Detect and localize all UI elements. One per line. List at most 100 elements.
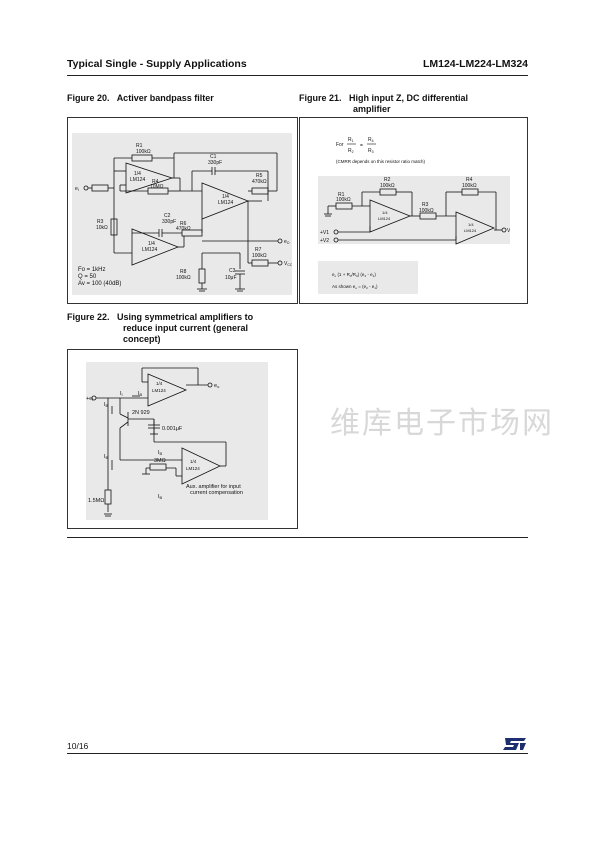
fig20-c2-value: 330pF [162,219,176,225]
fig21-r1-label: R1 [338,192,345,198]
figure20-number: Figure 20. [67,93,110,103]
fig21-for-label: For [336,142,344,148]
fig22-amp2-fraction: 1/4 [190,459,197,464]
fig20-r4-value: 10MΩ [150,184,164,190]
fig20-amp1-name: LM124 [130,177,146,183]
fig20-c3-label: C3 [229,268,236,274]
fig22-output-label: eo [214,383,220,389]
fig20-amp3-fraction: 1/4 [148,241,155,247]
fig22-ib-label-mid: IB [104,454,109,460]
fig20-r1-label: R1 [136,143,143,149]
fig20-c1-value: 330pF [208,160,222,166]
figure22-caption: Figure 22. Using symmetrical amplifiers … [67,312,253,345]
fig22-transistor-label: 2N 929 [132,410,150,416]
fig22-pot-label: 3MΩ [154,458,166,464]
fig21-cmrr-note: (CMRR depends on this resistor ratio mat… [336,159,426,164]
fig21-eq-r4: R4 [368,137,374,143]
figure20-title: Activer bandpass filter [116,93,214,103]
fig21-r2-value: 100kΩ [380,183,395,189]
fig22-ib-label-top: IB [138,391,143,397]
fig22-ib-label-bottom: IB [158,494,163,500]
fig20-r3-value: 10kΩ [96,225,108,231]
fig21-amp1-fraction: 1/4 [382,210,388,215]
fig20-input-label: eI [75,186,79,192]
fig21-r1-value: 100kΩ [336,197,351,203]
fig20-r5-value: 470kΩ [252,179,267,185]
fig21-shown-formula: As shown eo = (e2 - e1) [332,284,378,290]
fig21-v1-label: +V1 [320,230,329,236]
fig20-output-label: eO [284,239,290,245]
section-end-rule [67,537,528,538]
figure21-caption: Figure 21. High input Z, DC differential… [299,93,468,115]
fig20-c3-value: 10μF [225,275,237,281]
st-logo-icon [502,737,528,756]
fig20-amp1-fraction: 1/4 [134,171,141,177]
figure22-panel: +eI eo II IB IB IB IB IB 1/4 LM124 1/4 L… [86,362,268,520]
fig22-aux-line2: current compensation [190,490,243,496]
figure22-frame: +eI eo II IB IB IB IB IB 1/4 LM124 1/4 L… [67,349,298,529]
figure22-title-line1: Using symmetrical amplifiers to [117,312,254,322]
fig21-amp2-fraction: 1/4 [468,222,474,227]
fig20-spec-av: Av = 100 (40dB) [78,281,121,287]
fig20-r8-label: R8 [180,269,187,275]
fig21-r4-value: 100kΩ [462,183,477,189]
watermark-text: 维库电子市场网 [330,406,554,441]
footer-rule [67,753,528,754]
fig22-ib-label-aux: IB [158,450,163,456]
fig20-vcc-label: VCC [284,261,292,267]
fig21-amp1-name: LM124 [378,216,391,221]
fig21-amp2-name: LM124 [464,228,477,233]
fig22-aux-line1: Aux. amplifier for input [186,484,241,490]
fig20-spec-fo: Fo = 1kHz [78,267,106,273]
page-number: 10/16 [67,741,89,751]
figure20-schematic: R1 100kΩ 1/4 LM124 R4 10MΩ C1 330pF R5 4… [75,143,293,292]
fig22-amp1-name: LM124 [152,388,166,393]
figure22-schematic: +eI eo II IB IB IB IB IB 1/4 LM124 1/4 L… [86,367,243,517]
fig20-r3-label: R3 [97,219,104,225]
figure21-title-line1: High input Z, DC differential [349,93,469,103]
fig21-eq-r2: R2 [348,148,354,154]
fig20-r6-label: R6 [180,221,187,227]
fig22-amp2-name: LM124 [186,466,200,471]
fig21-r2-label: R2 [384,177,391,183]
fig20-r8-value: 100kΩ [176,275,191,281]
fig20-r7-label: R7 [255,247,262,253]
figure20-frame: R1 100kΩ 1/4 LM124 R4 10MΩ C1 330pF R5 4… [67,117,298,304]
fig21-vo-label: Vo [507,228,510,234]
figure21-number: Figure 21. [299,93,342,103]
fig20-r1-value: 100kΩ [136,149,151,155]
fig21-eq-r1: R1 [348,137,354,143]
fig20-r5-label: R5 [256,173,263,179]
fig21-r3-label: R3 [422,202,429,208]
fig20-amp2-fraction: 1/4 [222,194,229,200]
fig21-formula: eo (1 + R4/R3) (e2 - e1) [332,272,376,278]
figure21-title-line2: amplifier [353,104,391,114]
fig21-eq-r3: R3 [368,148,374,154]
fig20-spec-q: Q = 50 [78,274,97,280]
figure21-frame: For R1 R2 = R4 R3 (CMRR depends on this … [299,117,528,304]
fig21-v2-label: +V2 [320,238,329,244]
fig20-amp3-name: LM124 [142,247,158,253]
fig20-r6-value: 470kΩ [176,226,191,232]
fig22-ib-label-left: IB [104,402,109,408]
fig22-amp1-fraction: 1/4 [156,381,163,386]
header-rule [67,75,528,76]
fig20-r4-label: R4 [152,179,159,185]
fig22-input-label: +eI [86,396,93,402]
fig20-r7-value: 100kΩ [252,253,267,259]
header-section-title: Typical Single - Supply Applications [67,58,247,70]
fig22-cap-label: 0.001μF [162,426,183,432]
fig20-c1-label: C1 [210,154,217,160]
fig21-r4-label: R4 [466,177,473,183]
figure22-title-line3: concept) [123,334,161,344]
fig20-c2-label: C2 [164,213,171,219]
figure21-schematic: For R1 R2 = R4 R3 (CMRR depends on this … [318,137,512,295]
figure20-caption: Figure 20. Activer bandpass filter [67,93,214,104]
figure22-number: Figure 22. [67,312,110,322]
header-part-number: LM124-LM224-LM324 [422,58,528,70]
figure20-panel: R1 100kΩ 1/4 LM124 R4 10MΩ C1 330pF R5 4… [72,133,293,295]
fig20-amp2-name: LM124 [218,200,234,206]
fig22-ii-label: II [120,391,123,397]
figure21-panel: For R1 R2 = R4 R3 (CMRR depends on this … [318,126,512,295]
fig21-eq-sign: = [360,143,363,149]
